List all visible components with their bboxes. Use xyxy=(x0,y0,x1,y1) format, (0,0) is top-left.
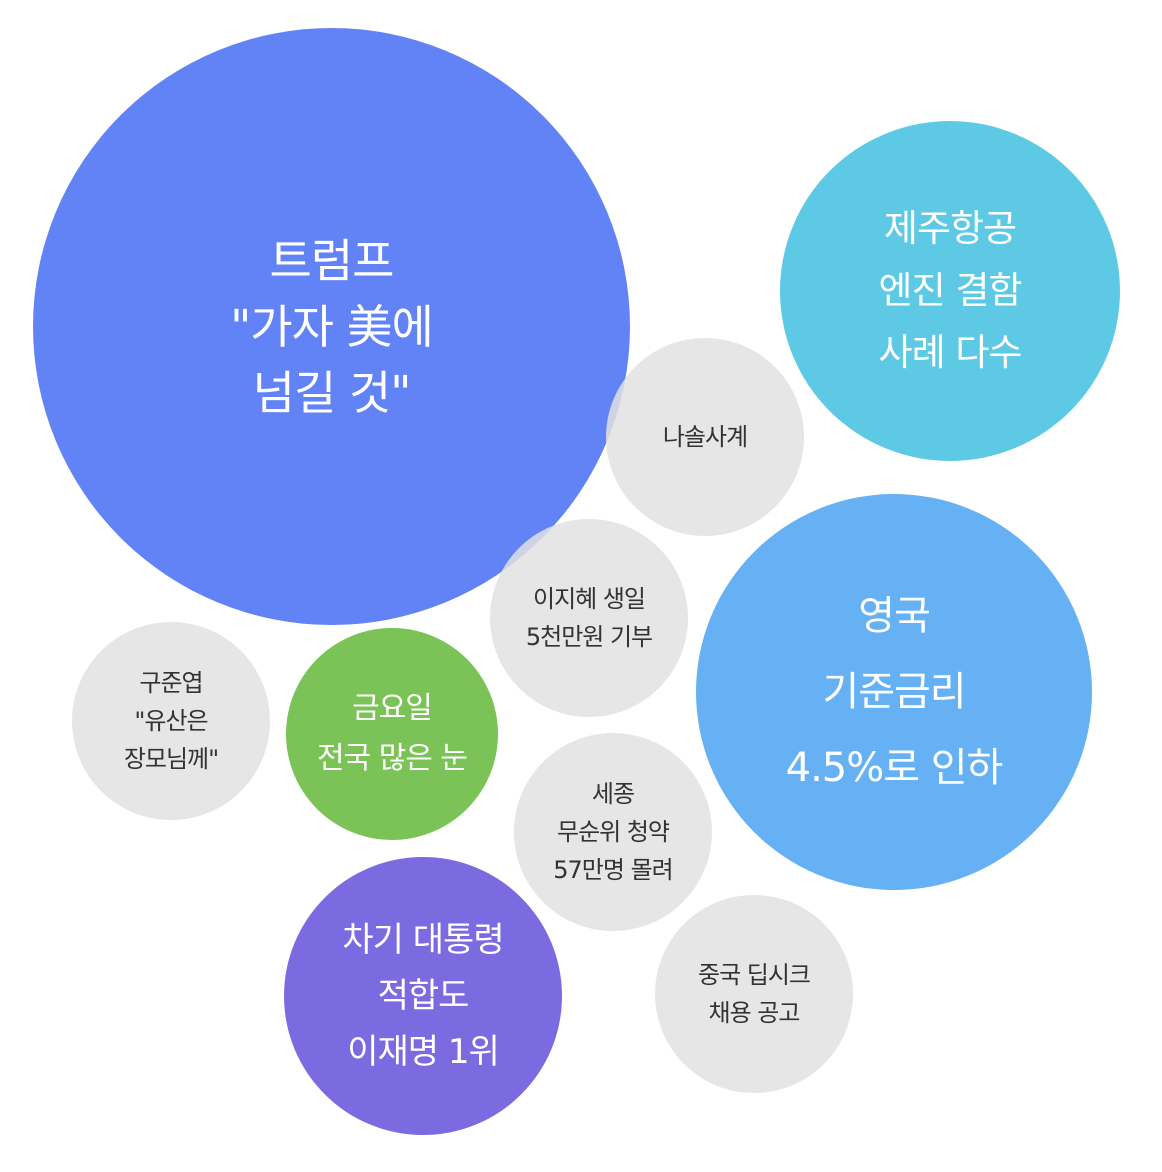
bubble-label: 구준엽 "유산은 장모님께" xyxy=(123,664,219,778)
bubble-line: 넘길 것" xyxy=(252,365,412,420)
bubble-friday-snow[interactable]: 금요일 전국 많은 눈 xyxy=(286,628,498,840)
bubble-nasol[interactable]: 나솔사계 xyxy=(606,338,804,536)
bubble-line: 영국 xyxy=(858,593,931,639)
bubble-line: 세종 xyxy=(591,780,635,808)
bubble-line: 사례 다수 xyxy=(878,331,1023,374)
bubble-line: 구준엽 xyxy=(139,669,203,697)
bubble-trump[interactable]: 트럼프 "가자 美에 넘길 것" xyxy=(33,28,630,625)
bubble-line: 제주항공 xyxy=(883,207,1017,250)
bubble-label: 트럼프 "가자 美에 넘길 것" xyxy=(230,228,434,426)
bubble-line: 이재명 1위 xyxy=(347,1032,500,1072)
bubble-line: 엔진 결함 xyxy=(878,269,1023,312)
bubble-label: 중국 딥시크 채용 공고 xyxy=(697,956,811,1032)
bubble-line: 4.5%로 인하 xyxy=(785,745,1004,791)
bubble-line: 5천만원 기부 xyxy=(525,623,653,651)
bubble-line: "유산은 xyxy=(134,707,208,735)
bubble-label: 영국 기준금리 4.5%로 인하 xyxy=(785,578,1004,806)
bubble-sejong[interactable]: 세종 무순위 청약 57만명 몰려 xyxy=(514,733,712,931)
bubble-deepseek[interactable]: 중국 딥시크 채용 공고 xyxy=(655,895,853,1093)
bubble-line: 차기 대통령 xyxy=(342,920,504,960)
bubble-label: 세종 무순위 청약 57만명 몰려 xyxy=(553,775,673,889)
bubble-label: 이지혜 생일 5천만원 기부 xyxy=(525,580,653,656)
bubble-line: 적합도 xyxy=(377,976,470,1016)
bubble-line: 장모님께" xyxy=(123,745,219,773)
bubble-label: 금요일 전국 많은 눈 xyxy=(316,684,468,784)
bubble-line: 57만명 몰려 xyxy=(553,856,673,884)
bubble-line: 전국 많은 눈 xyxy=(316,741,468,776)
bubble-uk-rate[interactable]: 영국 기준금리 4.5%로 인하 xyxy=(696,494,1092,890)
bubble-label: 나솔사계 xyxy=(662,418,748,456)
bubble-president-poll[interactable]: 차기 대통령 적합도 이재명 1위 xyxy=(284,857,562,1135)
bubble-label: 제주항공 엔진 결함 사례 다수 xyxy=(878,198,1023,384)
bubble-line: 금요일 xyxy=(352,691,433,726)
bubble-line: 나솔사계 xyxy=(662,423,748,451)
bubble-line: 기준금리 xyxy=(822,669,966,715)
bubble-line: 이지혜 생일 xyxy=(532,585,646,613)
bubble-line: 채용 공고 xyxy=(708,999,801,1027)
bubble-koo-junyup[interactable]: 구준엽 "유산은 장모님께" xyxy=(72,622,270,820)
bubble-line: 무순위 청약 xyxy=(556,818,670,846)
bubble-leejihye[interactable]: 이지혜 생일 5천만원 기부 xyxy=(490,519,688,717)
bubble-label: 차기 대통령 적합도 이재명 1위 xyxy=(342,912,504,1080)
bubble-line: 중국 딥시크 xyxy=(697,961,811,989)
bubble-line: "가자 美에 xyxy=(230,299,434,354)
bubble-line: 트럼프 xyxy=(269,233,395,288)
bubble-jeju-air[interactable]: 제주항공 엔진 결함 사례 다수 xyxy=(780,121,1120,461)
